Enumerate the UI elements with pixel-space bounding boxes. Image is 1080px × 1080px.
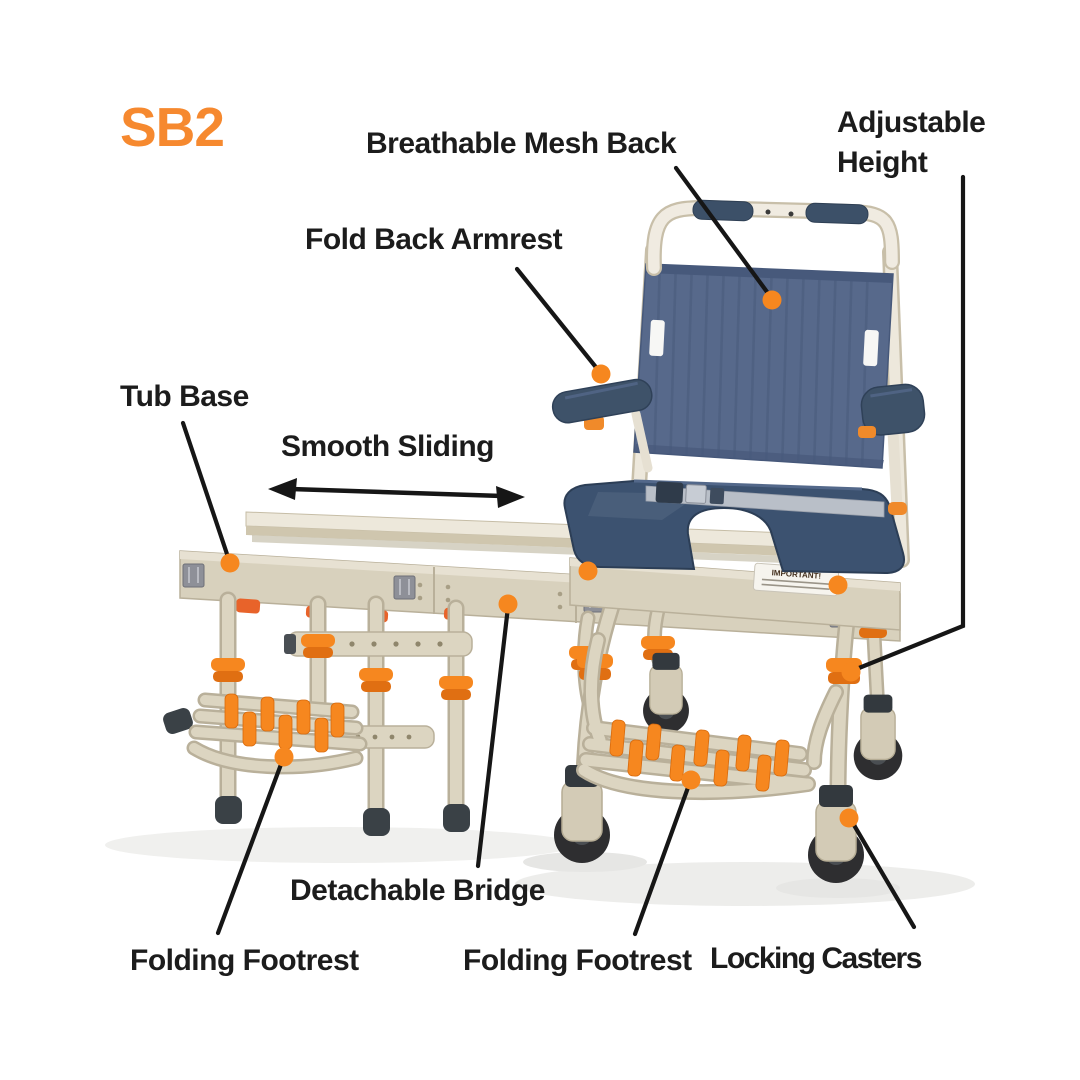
- callout-line-footrest-right: [632, 779, 693, 937]
- mesh-back: [633, 263, 894, 469]
- footrest-straps: [609, 719, 790, 792]
- caster-rear-right: [853, 694, 903, 781]
- label-smooth-sliding: Smooth Sliding: [281, 430, 494, 463]
- feature-dot-casters: [839, 808, 859, 828]
- tub-base-rail: [245, 511, 867, 566]
- feature-dot-armrest: [591, 364, 611, 384]
- fold-back-armrest-right: [858, 383, 926, 515]
- tub-base-legs: [211, 591, 473, 836]
- model-name: SB2: [120, 96, 225, 158]
- folding-footrest-left-part: [163, 692, 368, 775]
- label-fold-back-armrest: Fold Back Armrest: [305, 223, 563, 256]
- shower-chair: IMPORTANT!: [551, 199, 926, 883]
- label-folding-footrest-left: Folding Footrest: [130, 944, 359, 977]
- feature-dot-bridge: [498, 594, 518, 614]
- feature-dot-tub-base: [220, 553, 240, 573]
- fold-back-armrest-left: [551, 378, 653, 473]
- callout-line-footrest-left: [215, 756, 286, 936]
- label-breathable-mesh-back: Breathable Mesh Back: [366, 127, 677, 160]
- slide-double-arrow: [268, 478, 525, 508]
- label-adjustable-height: Adjustable Height: [837, 106, 986, 179]
- callout-line-bridge: [475, 604, 511, 869]
- callout-lines: [180, 165, 966, 937]
- handle-grips: [692, 199, 869, 225]
- caster-front-right: [808, 785, 864, 883]
- push-handle: [645, 199, 900, 276]
- label-locking-casters: Locking Casters: [710, 942, 922, 975]
- feature-dot-slide-left: [578, 561, 598, 581]
- feature-dot-footrest-left: [274, 747, 294, 767]
- callout-line-casters: [848, 817, 917, 930]
- callout-line-mesh-back: [673, 165, 773, 299]
- label-folding-footrest-right: Folding Footrest: [463, 944, 692, 977]
- footrest-straps: [224, 693, 345, 753]
- callout-line-armrest: [514, 266, 602, 374]
- folding-footrest-right-part: [576, 632, 844, 801]
- feature-dot-slide-right: [828, 575, 848, 595]
- feature-dot-adjustable-height: [841, 662, 861, 682]
- seat: [563, 479, 905, 575]
- caster-rear-left: [643, 652, 689, 734]
- callout-line-tub-base: [180, 420, 232, 563]
- label-detachable-bridge: Detachable Bridge: [290, 874, 545, 907]
- rubber-foot: [215, 796, 470, 836]
- ground-shadow: [105, 827, 975, 906]
- feature-dot-mesh-back: [762, 290, 782, 310]
- seat-belt: [645, 481, 885, 518]
- height-clamp: [211, 634, 473, 700]
- label-tub-base: Tub Base: [120, 380, 249, 413]
- feature-dot-footrest-right: [681, 770, 701, 790]
- callout-line-adjustable-height: [851, 174, 966, 673]
